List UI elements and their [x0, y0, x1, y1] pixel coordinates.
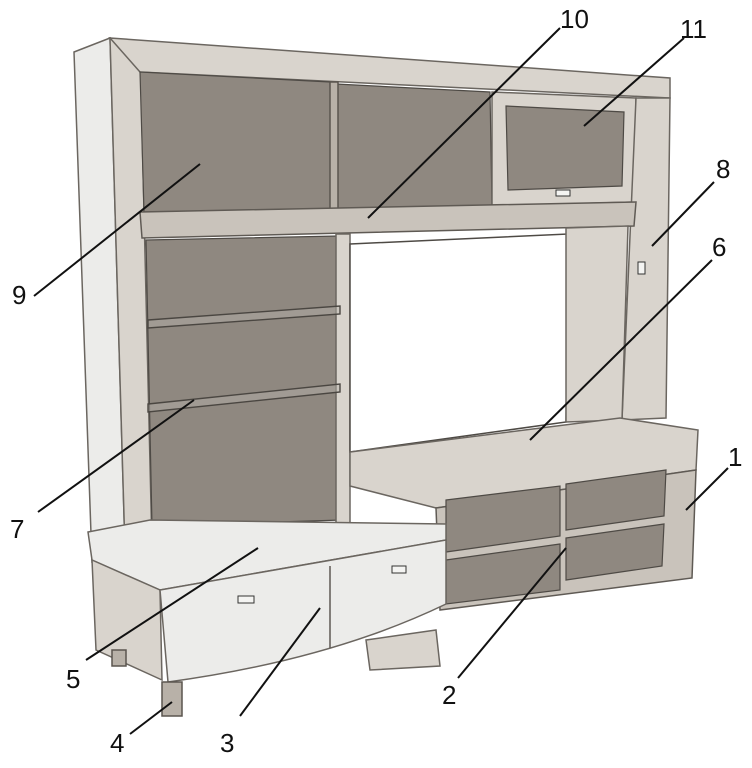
leader-line-6: [529, 259, 713, 441]
callout-5: 5: [66, 664, 80, 694]
leader-line-3: [239, 607, 321, 717]
leader-line-5: [85, 547, 259, 661]
front-foot: [161, 681, 183, 717]
callout-numbers: 1 2 3 4 5 6 7 8 9 10 11: [10, 4, 742, 758]
upper-compartments: [139, 71, 493, 213]
callout-4: 4: [110, 728, 124, 758]
callout-2: 2: [442, 680, 456, 710]
right-column: [621, 97, 671, 421]
left-side-panel: [73, 36, 153, 564]
leader-line-2: [457, 547, 567, 679]
callout-10: 10: [560, 4, 589, 34]
callout-6: 6: [712, 232, 726, 262]
cabinet-feet: [111, 649, 183, 717]
leader-lines: [33, 27, 729, 735]
leader-line-11: [583, 37, 685, 127]
leader-line-9: [33, 163, 201, 297]
glass-door-cabinet: [491, 91, 637, 207]
drawer-handle-left: [237, 595, 255, 604]
right-low-cabinet: [349, 417, 699, 671]
callout-11: 11: [680, 14, 707, 44]
callout-9: 9: [12, 280, 26, 310]
glass-shelf-lower: [147, 383, 341, 413]
callout-3: 3: [220, 728, 234, 758]
callout-1: 1: [728, 442, 742, 472]
leader-line-4: [129, 701, 173, 735]
left-drawer-cabinet: [87, 519, 447, 683]
tv-opening: [349, 225, 629, 453]
leader-line-8: [651, 181, 715, 247]
cabinet-handle: [555, 189, 571, 197]
right-column-handle: [637, 261, 646, 275]
rear-foot: [111, 649, 127, 667]
glass-shelf-upper: [147, 305, 341, 329]
middle-shelf: [139, 201, 637, 239]
drawer-handle-right: [391, 565, 407, 574]
callout-8: 8: [716, 154, 730, 184]
left-bay: [145, 233, 351, 527]
leader-line-7: [37, 399, 195, 513]
leader-line-10: [367, 27, 561, 219]
callout-7: 7: [10, 514, 24, 544]
leader-line-1: [685, 467, 729, 511]
